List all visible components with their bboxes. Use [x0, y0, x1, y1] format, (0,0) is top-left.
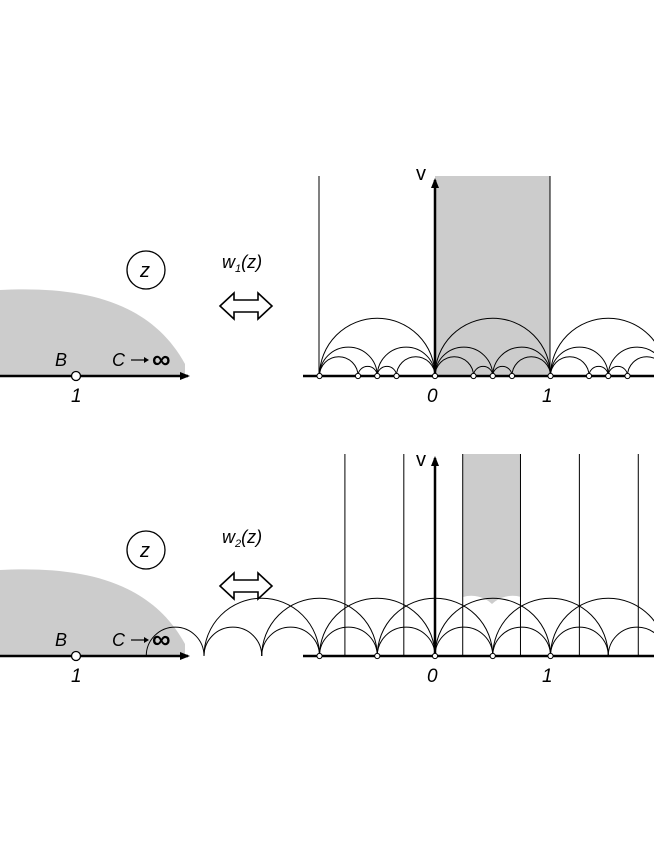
- large-arc: [319, 597, 436, 657]
- tick-0-label: 0: [427, 386, 438, 407]
- geodesic-arc: [588, 365, 609, 377]
- z-domain-shade: [0, 569, 185, 656]
- geodesic-arc: [550, 346, 609, 377]
- bottom-right-fundamental-domain: v 0 1: [145, 449, 654, 687]
- infinity-symbol: ∞: [152, 344, 171, 374]
- double-headed-arrow-icon: [218, 571, 274, 601]
- small-arc: [607, 626, 654, 657]
- geodesic-arc: [550, 356, 590, 377]
- map-label-w2: w2(z): [222, 527, 262, 550]
- small-arc: [492, 626, 551, 657]
- top-map-label: w1(z): [218, 252, 274, 321]
- shaded-strip: [463, 454, 521, 604]
- cusp-point: [547, 652, 554, 660]
- tick-0-label: 0: [427, 666, 438, 687]
- geodesic-arc: [376, 346, 436, 377]
- geodesic-arc: [492, 346, 551, 377]
- point-c-label: C: [112, 630, 126, 650]
- geodesic-arc: [319, 356, 359, 377]
- cusp-point: [316, 652, 323, 660]
- left-tick-label: 1: [71, 386, 82, 407]
- map-label-w1: w1(z): [222, 252, 262, 275]
- cusp-point: [470, 372, 477, 380]
- tick-1-label: 1: [542, 386, 553, 407]
- arc-tessellation: [319, 317, 654, 377]
- left-tick-label: 1: [71, 666, 82, 687]
- top-left-z-plane: B C ∞ 1 z: [0, 250, 190, 407]
- right-arrow-icon: [131, 637, 149, 643]
- geodesic-arc: [492, 365, 513, 377]
- cusp-points: [316, 372, 631, 380]
- double-headed-arrow-icon: [218, 291, 274, 321]
- small-arc: [434, 626, 494, 657]
- cusp-point: [431, 652, 439, 660]
- v-axis-label: v: [416, 163, 426, 185]
- geodesic-arc: [550, 317, 654, 377]
- z-plane-badge-label: z: [139, 540, 150, 562]
- geodesic-arc: [434, 346, 494, 377]
- geodesic-arc: [396, 356, 436, 377]
- cusp-point: [393, 372, 400, 380]
- bottom-map-label: w2(z): [218, 527, 274, 601]
- cusp-point: [624, 372, 631, 380]
- small-arc: [376, 626, 436, 657]
- small-arc: [203, 626, 263, 657]
- large-arc: [492, 597, 609, 657]
- cusp-point: [489, 652, 496, 660]
- geodesic-arc: [376, 365, 397, 377]
- point-b-marker: [70, 370, 82, 382]
- cusp-point: [316, 372, 323, 380]
- large-arc: [261, 597, 378, 657]
- z-plane-badge: [126, 530, 166, 570]
- geodesic-arc: [357, 365, 378, 377]
- geodesic-arc: [434, 317, 551, 377]
- geodesic-arc: [319, 317, 436, 377]
- cusp-point: [508, 372, 516, 380]
- arc-tessellation: [145, 597, 654, 657]
- geodesic-arc: [511, 356, 551, 377]
- point-b-marker: [70, 650, 82, 662]
- right-arrow-icon: [131, 357, 149, 363]
- cusp-point: [431, 372, 439, 380]
- point-c-label: C: [112, 350, 126, 370]
- point-b-label: B: [55, 630, 67, 650]
- infinity-symbol: ∞: [152, 624, 171, 654]
- small-arc: [261, 626, 320, 657]
- geodesic-arc: [319, 346, 378, 377]
- shaded-strip: [435, 176, 550, 376]
- large-arc: [434, 597, 551, 657]
- geodesic-arc: [607, 365, 628, 377]
- geodesic-arc: [473, 365, 494, 377]
- geodesic-arc: [434, 356, 474, 377]
- large-arc: [550, 597, 654, 657]
- z-plane-badge-label: z: [139, 260, 150, 282]
- vertical-lines: [344, 454, 639, 656]
- cusp-point: [547, 372, 554, 380]
- cusp-point: [605, 372, 612, 380]
- cusp-point: [374, 372, 381, 380]
- cusp-point: [374, 652, 381, 660]
- cusp-point: [585, 372, 593, 380]
- geodesic-arc: [607, 346, 654, 377]
- cusp-point: [489, 372, 496, 380]
- point-b-label: B: [55, 350, 67, 370]
- small-arc: [319, 626, 378, 657]
- geodesic-arc: [627, 356, 654, 377]
- z-domain-shade: [0, 289, 185, 376]
- small-arc: [145, 626, 205, 657]
- cusp-points: [316, 652, 554, 660]
- tick-1-label: 1: [542, 666, 553, 687]
- large-arc: [203, 597, 320, 657]
- bottom-left-z-plane: B C ∞ 1 z: [0, 530, 190, 687]
- v-axis-label: v: [416, 449, 426, 471]
- cusp-point: [354, 372, 362, 380]
- z-plane-badge: [126, 250, 166, 290]
- top-right-fundamental-domain: v 0 1: [303, 163, 654, 407]
